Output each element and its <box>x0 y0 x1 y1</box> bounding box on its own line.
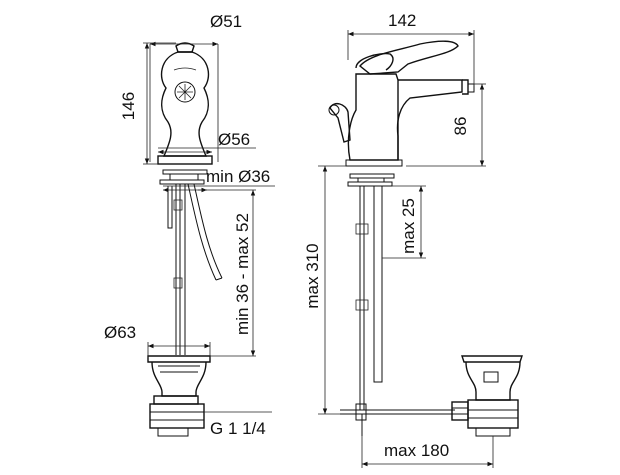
side-view <box>328 40 523 437</box>
dim-range36-52: min 36 - max 52 <box>233 213 252 335</box>
side-dimensions: 142 86 max 310 max 25 max 180 <box>303 11 494 468</box>
front-dimensions: Ø51 146 Ø56 min Ø36 min 36 - max 52 Ø63 … <box>104 12 275 438</box>
dim-g114: G 1 1/4 <box>210 419 266 438</box>
dim-h86: 86 <box>451 117 470 136</box>
front-view <box>147 42 223 437</box>
dim-max310: max 310 <box>303 243 322 308</box>
dim-d51: Ø51 <box>210 12 242 31</box>
dim-max25: max 25 <box>399 198 418 254</box>
dim-d63: Ø63 <box>104 323 136 342</box>
dim-min36: min Ø36 <box>206 167 270 186</box>
dim-h146: 146 <box>119 92 138 120</box>
dim-max180: max 180 <box>384 441 449 460</box>
dim-d56: Ø56 <box>218 130 250 149</box>
dim-w142: 142 <box>388 11 416 30</box>
